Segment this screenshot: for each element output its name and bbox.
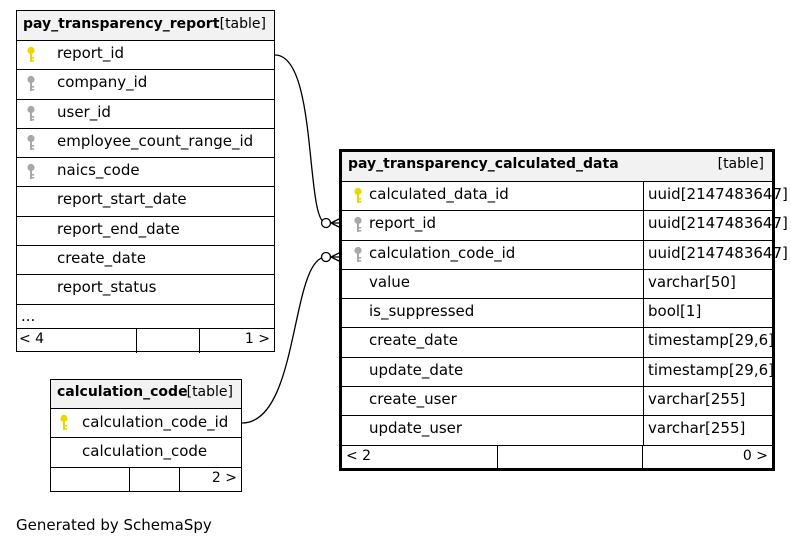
column-type: uuid[2147483647] [643, 182, 788, 211]
column-type: varchar[255] [643, 387, 772, 416]
table-type: [table] [219, 16, 266, 32]
footer-children-cell: 2 > [180, 468, 241, 492]
table-calculation-code[interactable]: calculation_code [table] calculation_cod… [50, 379, 242, 492]
column-type: varchar[50] [643, 269, 772, 299]
relation-report-id-line [274, 54, 341, 224]
column-name: employee_count_range_id [57, 131, 254, 150]
column-name: create_date [57, 249, 146, 268]
column-name: report_end_date [57, 219, 180, 238]
column-row-report-start-date[interactable]: report_start_date [17, 187, 274, 217]
column-row-update-user[interactable]: update_user varchar[255] [342, 416, 772, 446]
children-count: 0 > [742, 447, 768, 464]
column-name: create_date [369, 331, 458, 350]
column-row-create-user[interactable]: create_user varchar[255] [342, 387, 772, 417]
column-row-calculation-code[interactable]: calculation_code [51, 438, 241, 468]
footer-parents-cell: < 4 [17, 328, 137, 353]
children-count: 1 > [244, 330, 270, 347]
column-row-naics-code[interactable]: naics_code [17, 158, 274, 188]
table-pay-transparency-report[interactable]: pay_transparency_report [table] report_i… [16, 10, 275, 353]
column-row-report-end-date[interactable]: report_end_date [17, 217, 274, 247]
column-row-report-id[interactable]: report_id [17, 41, 274, 71]
table-name: pay_transparency_report [23, 16, 220, 32]
column-type: uuid[2147483647] [643, 211, 788, 240]
table-header: pay_transparency_calculated_data [table] [342, 152, 772, 182]
column-row-report-id[interactable]: report_id uuid[2147483647] [342, 211, 788, 241]
footer-parents-cell: < 2 [342, 445, 498, 470]
more-columns-indicator: ... [21, 306, 36, 325]
column-name: naics_code [57, 161, 140, 180]
relation-calculation-code-line [241, 256, 341, 424]
table-pay-transparency-calculated-data[interactable]: pay_transparency_calculated_data [table]… [339, 149, 788, 471]
column-name: calculation_code_id [369, 243, 516, 262]
generated-by-label: Generated by SchemaSpy [16, 516, 212, 534]
footer-rows-cell [130, 467, 180, 492]
column-name: report_id [57, 44, 125, 62]
footer-children-cell: 0 > [643, 446, 772, 470]
parents-count: < 4 [19, 330, 45, 347]
table-type: [table] [717, 156, 764, 172]
column-name: user_id [57, 102, 111, 121]
foreign-key-icon [26, 105, 36, 123]
column-name: update_date [369, 360, 464, 379]
column-row-calculation-code-id[interactable]: calculation_code_id uuid[2147483647] [342, 240, 788, 270]
column-name: report_start_date [57, 190, 187, 209]
column-row-update-date[interactable]: update_date timestamp[29,6] [342, 357, 774, 388]
column-name: calculation_code_id [82, 413, 229, 431]
column-row-user-id[interactable]: user_id [17, 100, 274, 129]
column-row-calculation-code-id[interactable]: calculation_code_id [51, 409, 241, 439]
column-row-calculated-data-id[interactable]: calculated_data_id uuid[2147483647] [342, 182, 788, 212]
column-name: update_user [369, 419, 463, 438]
table-footer: < 4 1 > [17, 328, 274, 353]
column-name: company_id [57, 73, 148, 92]
table-name: pay_transparency_calculated_data [348, 156, 619, 172]
relation-report-id-optional-marker [320, 217, 332, 229]
footer-children-cell: 1 > [200, 329, 274, 353]
primary-key-icon [59, 414, 69, 432]
column-name: value [369, 272, 410, 291]
column-type: varchar[255] [643, 416, 772, 445]
column-row-is-suppressed[interactable]: is_suppressed bool[1] [342, 299, 772, 329]
column-row-value[interactable]: value varchar[50] [342, 269, 772, 300]
column-row-report-status[interactable]: report_status [17, 275, 274, 305]
table-type: [table] [186, 384, 233, 400]
foreign-key-icon [26, 163, 36, 181]
primary-key-icon [353, 187, 363, 205]
column-type: uuid[2147483647] [643, 240, 788, 269]
more-columns-row: ... [17, 305, 274, 329]
parents-count: < 2 [346, 447, 372, 464]
column-type: timestamp[29,6] [643, 328, 774, 357]
table-footer: 2 > [51, 467, 241, 492]
table-header: calculation_code [table] [51, 380, 241, 409]
column-name: calculation_code [82, 442, 208, 461]
table-footer: < 2 0 > [342, 445, 772, 470]
foreign-key-icon [26, 75, 36, 93]
column-row-create-date[interactable]: create_date [17, 246, 274, 276]
column-row-employee-count-range-id[interactable]: employee_count_range_id [17, 129, 274, 159]
footer-rows-cell [498, 445, 643, 470]
column-type: timestamp[29,6] [643, 357, 774, 387]
table-name: calculation_code [57, 384, 188, 400]
table-header: pay_transparency_report [table] [17, 11, 274, 41]
column-row-create-date[interactable]: create_date timestamp[29,6] [342, 328, 774, 358]
foreign-key-icon [353, 216, 363, 234]
primary-key-icon [26, 46, 36, 64]
foreign-key-icon [26, 134, 36, 152]
column-name: report_status [57, 278, 157, 297]
column-type: bool[1] [643, 299, 772, 328]
column-row-company-id[interactable]: company_id [17, 70, 274, 100]
column-name: is_suppressed [369, 302, 475, 321]
column-name: report_id [369, 214, 437, 233]
column-name: create_user [369, 390, 457, 409]
foreign-key-icon [353, 246, 363, 264]
footer-rows-cell [137, 328, 200, 353]
relation-calculation-code-optional-marker [320, 251, 332, 263]
footer-parents-cell [51, 467, 130, 492]
children-count: 2 > [211, 469, 237, 486]
column-name: calculated_data_id [369, 185, 509, 203]
